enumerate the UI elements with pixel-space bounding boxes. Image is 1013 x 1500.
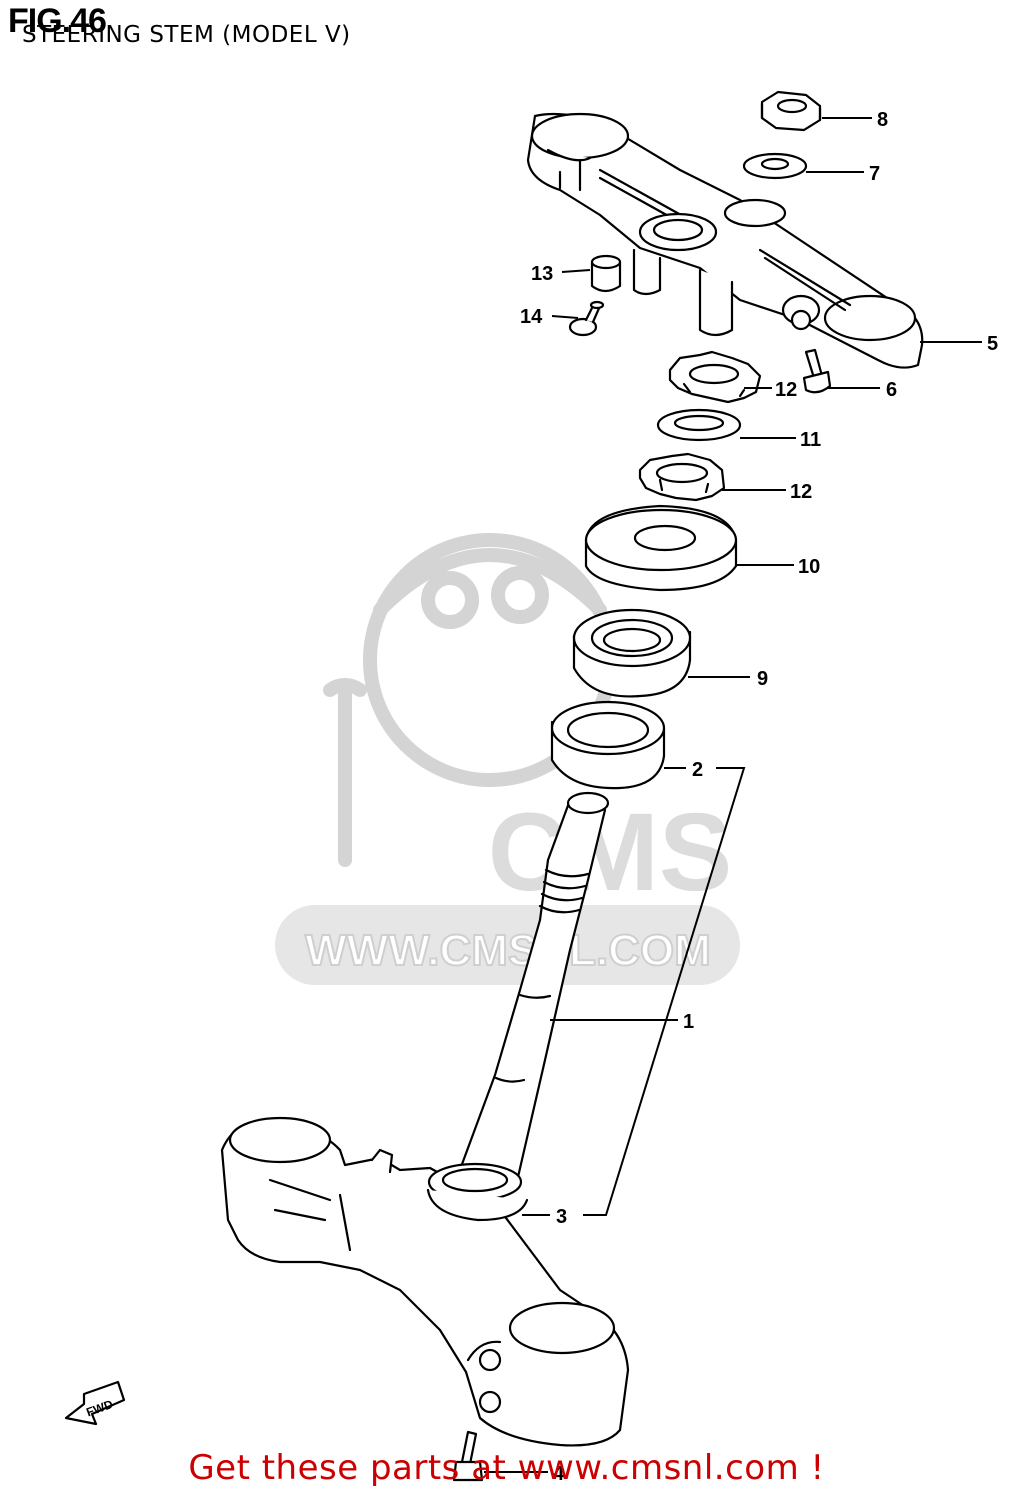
part-12-upper-castle-nut xyxy=(668,350,762,404)
callout-1: 1 xyxy=(683,1011,694,1033)
part-13-collar xyxy=(590,254,622,293)
part-7-washer xyxy=(742,152,808,180)
callout-6: 6 xyxy=(886,379,897,401)
watermark: CMS WWW.CMSNL.COM xyxy=(275,533,740,985)
part-12-lower-castle-nut xyxy=(638,452,726,502)
fwd-arrow-icon: FWD xyxy=(64,1380,126,1426)
callout-11: 11 xyxy=(800,429,821,451)
part-5-upper-bracket xyxy=(526,112,924,369)
watermark-logo: CMS xyxy=(488,791,732,914)
callout-5: 5 xyxy=(987,333,998,355)
callout-8: 8 xyxy=(877,109,888,131)
part-2-bearing-race xyxy=(550,700,666,790)
callout-7: 7 xyxy=(869,163,880,185)
part-4-pinch-bolt xyxy=(452,1430,484,1482)
watermark-url: WWW.CMSNL.COM xyxy=(305,926,711,975)
footer-promo-text: Get these parts at www.cmsnl.com ! xyxy=(188,1448,825,1488)
figure-title: STEERING STEM (MODEL V) xyxy=(22,22,351,48)
watermark-mascot-goggle xyxy=(491,566,549,624)
callout-10: 10 xyxy=(798,556,820,578)
watermark-url-banner xyxy=(275,905,740,985)
callout-12-upper: 12 xyxy=(775,379,797,401)
part-4-lower-bracket xyxy=(220,1116,630,1447)
watermark-mascot-cap xyxy=(373,548,607,617)
callout-labels: 8 7 13 14 5 12 6 11 12 10 9 2 1 3 4 xyxy=(520,109,998,1485)
callout-3: 3 xyxy=(556,1206,567,1228)
callout-9: 9 xyxy=(757,668,768,690)
callout-12-lower: 12 xyxy=(790,481,812,503)
part-9-bearing xyxy=(572,608,692,698)
watermark-wrench-icon xyxy=(323,678,367,867)
part-11-washer xyxy=(656,408,742,442)
part-6-bolt xyxy=(802,348,832,394)
figure-number: FIG.46 xyxy=(8,2,107,40)
part-14-bolt xyxy=(568,300,605,337)
part-8-nut xyxy=(760,90,822,132)
callout-2: 2 xyxy=(692,759,703,781)
leader-lines xyxy=(484,117,982,1473)
watermark-mascot-goggle xyxy=(421,571,479,629)
callout-4: 4 xyxy=(553,1463,565,1485)
callout-13: 13 xyxy=(531,263,553,285)
part-10-dust-seal xyxy=(584,504,738,592)
callout-14: 14 xyxy=(520,306,543,328)
